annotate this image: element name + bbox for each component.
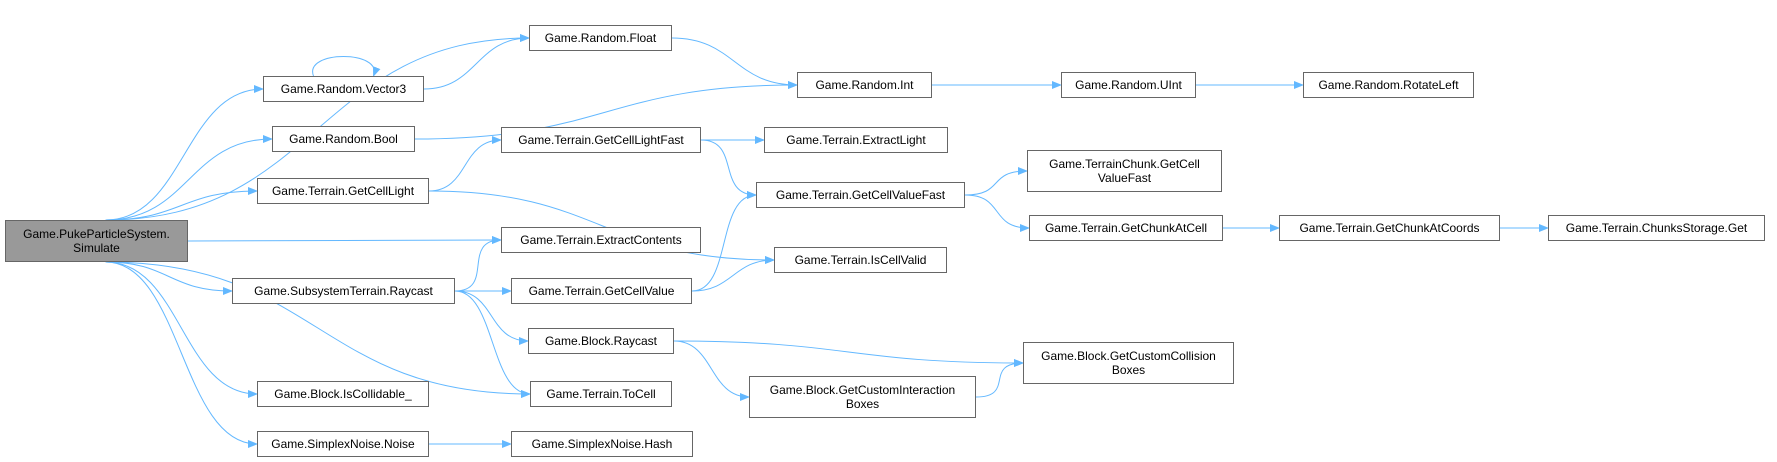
node-label: Game.Random.Int [815, 78, 914, 92]
node-storageget[interactable]: Game.Terrain.ChunksStorage.Get [1548, 215, 1765, 241]
node-isvalid[interactable]: Game.Terrain.IsCellValid [774, 247, 947, 273]
node-rfloat[interactable]: Game.Random.Float [529, 25, 672, 51]
edge-blockray-to-interboxes [673, 340, 750, 401]
node-label: ValueFast [1097, 171, 1152, 185]
node-lightfast[interactable]: Game.Terrain.GetCellLightFast [501, 127, 701, 153]
edge-subray-to-blockray [454, 290, 529, 345]
edge-root-to-vec3 [105, 85, 264, 221]
node-label: Game.Terrain.GetCellLightFast [518, 133, 684, 147]
node-label: Game.Random.Bool [289, 132, 398, 146]
node-rint[interactable]: Game.Random.Int [797, 72, 932, 98]
edge-root-to-getcelllight [105, 187, 258, 221]
node-label: Game.Random.Vector3 [280, 82, 407, 96]
node-getcellvalue[interactable]: Game.Terrain.GetCellValue [511, 278, 692, 304]
node-label: Game.Terrain.GetChunkAtCoords [1299, 221, 1480, 235]
node-iscoll[interactable]: Game.Block.IsCollidable_ [257, 381, 429, 407]
node-label: Game.Block.Raycast [544, 334, 658, 348]
node-tocell[interactable]: Game.Terrain.ToCell [530, 381, 672, 407]
node-extractlight[interactable]: Game.Terrain.ExtractLight [764, 127, 948, 153]
node-label: Game.SimplexNoise.Hash [531, 437, 673, 451]
edge-root-to-rbool [105, 135, 273, 221]
node-label: Game.Terrain.GetChunkAtCell [1044, 221, 1208, 235]
node-label: Boxes [1111, 363, 1146, 377]
node-label: Game.Terrain.GetCellValueFast [775, 188, 946, 202]
edge-interboxes-to-collboxes [975, 359, 1024, 398]
edge-blockray-to-collboxes [673, 340, 1024, 367]
node-root: Game.PukeParticleSystem.Simulate [5, 220, 188, 262]
node-hash[interactable]: Game.SimplexNoise.Hash [511, 431, 693, 457]
edge-getcellvalue-to-valuefast [691, 191, 757, 292]
node-chunkatcell[interactable]: Game.Terrain.GetChunkAtCell [1029, 215, 1223, 241]
node-vec3[interactable]: Game.Random.Vector3 [263, 76, 424, 102]
node-getcelllight[interactable]: Game.Terrain.GetCellLight [257, 178, 429, 204]
node-label: Game.TerrainChunk.GetCell [1049, 157, 1200, 171]
node-label: Game.Random.UInt [1075, 78, 1182, 92]
edge-getcellvalue-to-isvalid [691, 256, 775, 292]
edge-lightfast-to-valuefast [700, 139, 757, 199]
node-label: Game.Random.RotateLeft [1318, 78, 1459, 92]
edge-root-to-iscoll [105, 261, 258, 398]
edge-subray-to-tocell [454, 290, 531, 398]
node-rbool[interactable]: Game.Random.Bool [272, 126, 415, 152]
node-ruint[interactable]: Game.Random.UInt [1061, 72, 1196, 98]
node-noise[interactable]: Game.SimplexNoise.Noise [257, 431, 429, 457]
edge-valuefast-to-chunkatcell [964, 194, 1030, 232]
edge-root-to-extractcontents [187, 236, 502, 245]
edge-root-to-noise [105, 261, 258, 448]
edge-subray-to-extractcontents [454, 236, 502, 292]
edge-root-to-tocell [105, 261, 531, 398]
node-valuefast[interactable]: Game.Terrain.GetCellValueFast [756, 182, 965, 208]
edge-rfloat-to-rint [671, 37, 798, 89]
node-label: Game.Terrain.IsCellValid [794, 253, 927, 267]
node-label: Game.Terrain.ChunksStorage.Get [1565, 221, 1748, 235]
node-rotl[interactable]: Game.Random.RotateLeft [1303, 72, 1474, 98]
node-label: Game.SubsystemTerrain.Raycast [254, 284, 433, 298]
node-label: Game.Terrain.GetCellValue [528, 284, 675, 298]
node-label: Game.Random.Float [544, 31, 657, 45]
edge-valuefast-to-chunkvaluefast [964, 167, 1028, 196]
node-label: Game.Terrain.GetCellLight [271, 184, 415, 198]
node-subray[interactable]: Game.SubsystemTerrain.Raycast [232, 278, 455, 304]
node-label: Game.Block.GetCustomInteraction [769, 383, 956, 397]
node-blockray[interactable]: Game.Block.Raycast [528, 328, 674, 354]
edge-vec3-to-rfloat [423, 34, 530, 90]
node-label: Game.Terrain.ToCell [546, 387, 656, 401]
node-label: Simulate [73, 241, 120, 255]
node-label: Game.Block.GetCustomCollision [1041, 349, 1216, 363]
node-label: Boxes [845, 397, 880, 411]
node-label: Game.SimplexNoise.Noise [271, 437, 415, 451]
node-chunkatcoords[interactable]: Game.Terrain.GetChunkAtCoords [1279, 215, 1500, 241]
edge-rbool-to-rint [414, 81, 798, 140]
node-label: Game.Terrain.ExtractContents [520, 233, 682, 247]
edge-getcelllight-to-isvalid [428, 190, 775, 264]
node-extractcontents[interactable]: Game.Terrain.ExtractContents [501, 227, 701, 253]
node-label: Game.Block.IsCollidable_ [274, 387, 412, 401]
edge-root-to-subray [105, 261, 233, 295]
edge-getcelllight-to-lightfast [428, 136, 502, 192]
node-label: Game.PukeParticleSystem. [23, 227, 170, 241]
node-label: Game.Terrain.ExtractLight [786, 133, 926, 147]
edge-vec3-to-vec3 [312, 56, 381, 77]
